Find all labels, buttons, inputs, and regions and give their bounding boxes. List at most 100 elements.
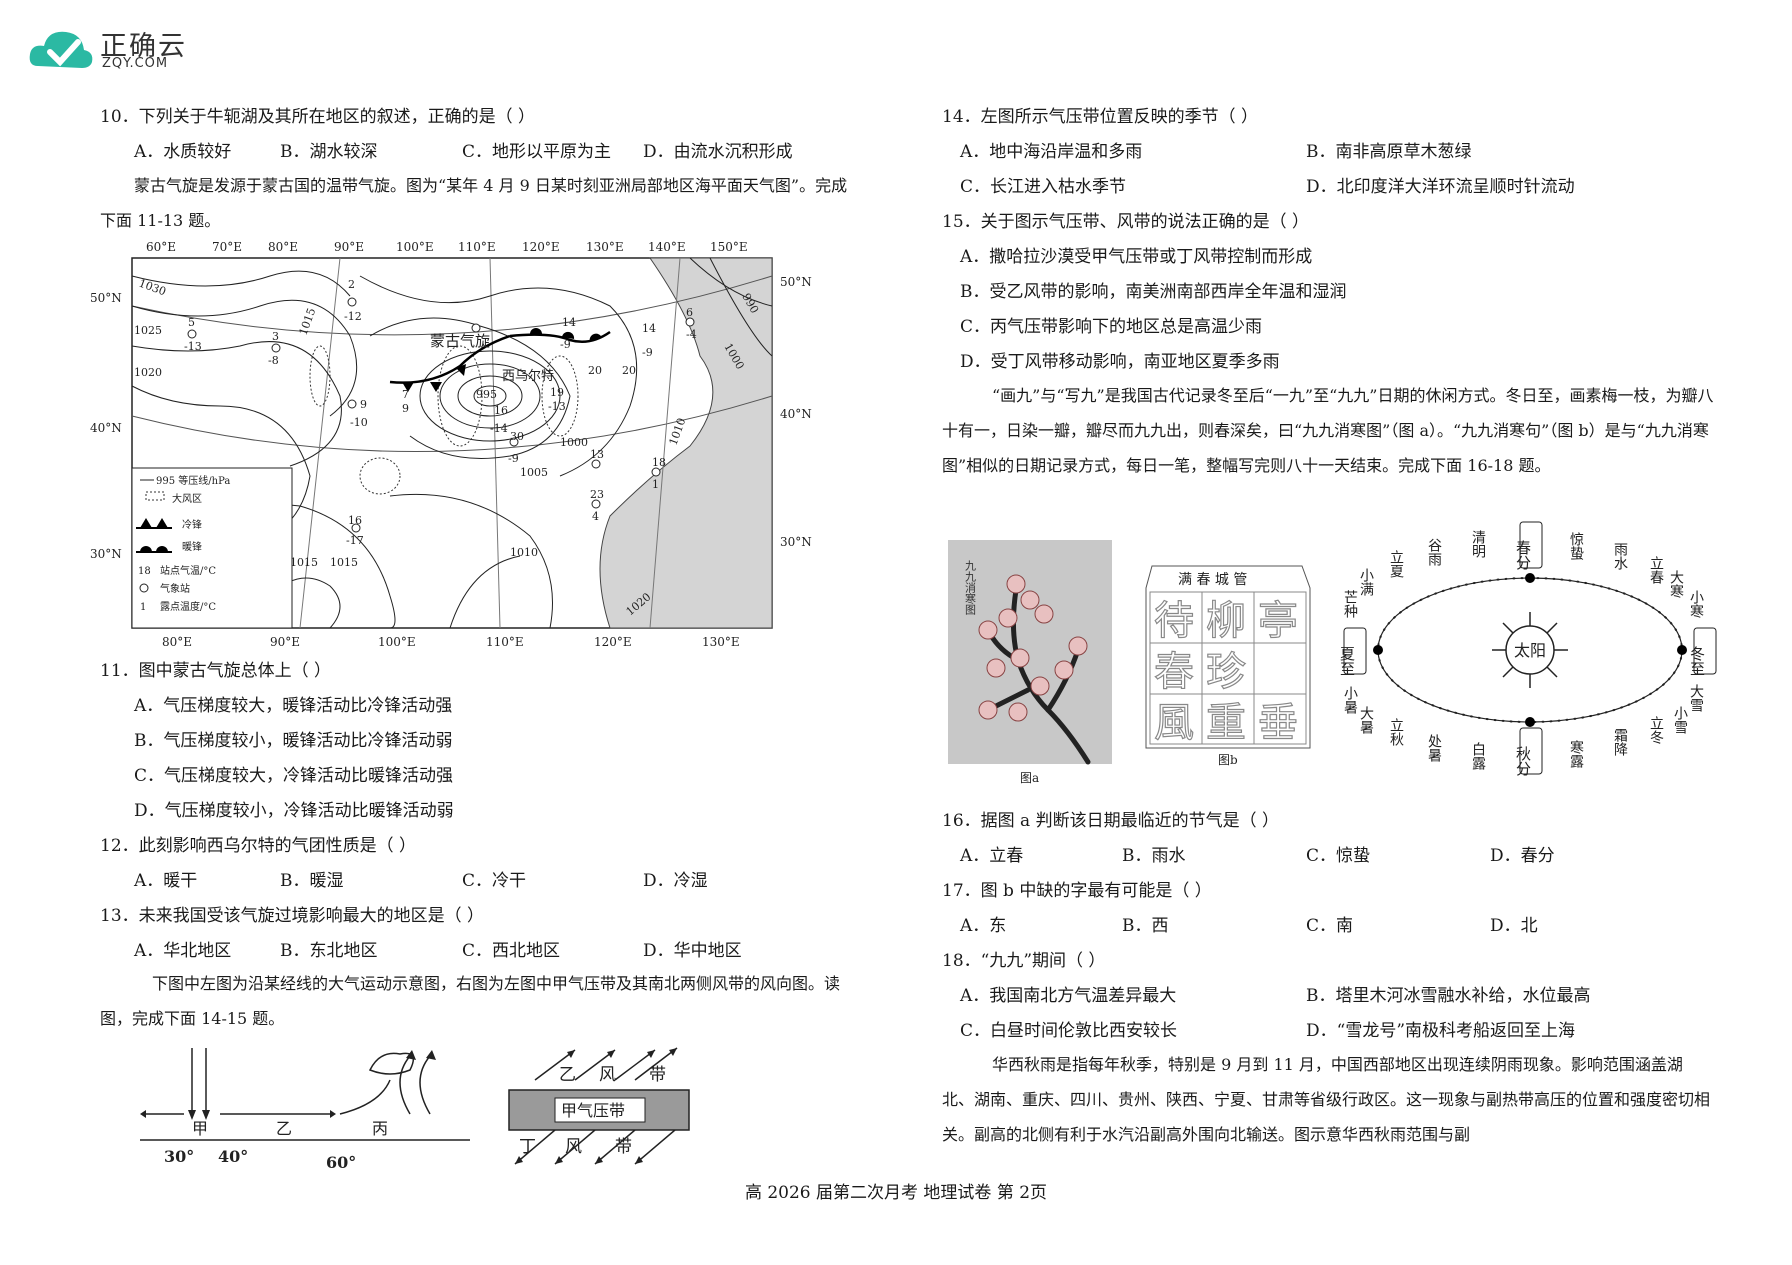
grid-char-4: 春 <box>1154 649 1194 695</box>
grid-char-9: 垂 <box>1258 700 1298 746</box>
q10-stem: 10．下列关于牛轭湖及其所在地区的叙述，正确的是（ ） <box>100 107 536 127</box>
svg-text:5: 5 <box>188 316 195 329</box>
atmosphere-motion-diagram: 甲 乙 丙 30° 40° 60° <box>140 1048 470 1170</box>
svg-text:霜降: 霜降 <box>1612 728 1628 756</box>
term-xiazhi: 夏至 <box>1338 646 1356 676</box>
q10-option-c: C．地形以平原为主 <box>462 142 612 162</box>
q14-stem: 14．左图所示气压带位置反映的季节（ ） <box>942 107 1259 127</box>
map-right-lat-40: 40°N <box>780 407 812 421</box>
q15-stem: 15．关于图示气压带、风带的说法正确的是（ ） <box>942 212 1310 232</box>
grid-char-3: 亭 <box>1258 598 1298 644</box>
figure-a-vertical-title: 九九消寒图 <box>964 560 977 616</box>
q18-option-b: B．塔里木河冰雪融水补给，水位最高 <box>1306 986 1591 1006</box>
figure-a-caption: 图a <box>1020 771 1039 785</box>
intro-16-18: “画九”与“写九”是我国古代记录冬至后“一九”至“九九”日期的休闲方式。冬日至，… <box>942 386 1714 475</box>
svg-text:20: 20 <box>588 364 602 377</box>
svg-text:风: 风 <box>565 1137 582 1157</box>
legend-station-temp: 站点气温/°C <box>160 564 216 577</box>
q13-option-a: A．华北地区 <box>134 941 232 961</box>
q14-option-d: D．北印度洋大洋环流呈顺时针流动 <box>1306 177 1575 197</box>
svg-text:小暑: 小暑 <box>1342 686 1358 715</box>
q17-option-d: D．北 <box>1490 916 1538 936</box>
grid-char-8: 重 <box>1206 700 1246 746</box>
term-chunfen: 春分 <box>1514 540 1532 571</box>
svg-text:14: 14 <box>562 316 576 329</box>
svg-text:4: 4 <box>592 510 599 523</box>
svg-text:-4: -4 <box>686 328 697 341</box>
svg-text:30: 30 <box>510 430 524 443</box>
svg-text:16: 16 <box>348 514 362 527</box>
map-bottom-lon-80: 80°E <box>162 635 192 649</box>
svg-text:处暑: 处暑 <box>1426 734 1442 763</box>
q14-option-b: B．南非高原草木葱绿 <box>1306 142 1472 162</box>
svg-text:立冬: 立冬 <box>1648 716 1664 745</box>
map-bottom-lon-110: 110°E <box>486 635 524 649</box>
q10-option-d: D．由流水沉积形成 <box>643 142 793 162</box>
q16-option-b: B．雨水 <box>1122 846 1186 866</box>
svg-text:3: 3 <box>272 330 279 343</box>
q15-option-a: A．撒哈拉沙漠受甲气压带或丁风带控制而形成 <box>960 247 1313 267</box>
q10-option-b: B．湖水较深 <box>280 142 378 162</box>
diag1-tick-40: 40° <box>218 1147 248 1166</box>
q11-option-d: D．气压梯度较小，冷锋活动比暖锋活动弱 <box>134 801 454 821</box>
diag1-label-yi: 乙 <box>276 1119 292 1138</box>
sun-icon <box>1505 625 1555 675</box>
svg-text:带: 带 <box>649 1065 666 1085</box>
svg-text:-9: -9 <box>642 346 653 359</box>
map-top-lon-80: 80°E <box>268 240 298 254</box>
svg-text:20: 20 <box>622 364 636 377</box>
q18-option-c: C．白昼时间伦敦比西安较长 <box>960 1021 1178 1041</box>
q12-option-b: B．暖湿 <box>280 871 344 891</box>
diag1-label-jia: 甲 <box>192 1119 208 1138</box>
figure-b-character-grid: 满 春 城 管 待 柳 亭 春 珍 風 重 垂 图b <box>1145 565 1311 767</box>
svg-text:9: 9 <box>360 398 367 411</box>
pressure-belt-label: 甲气压带 <box>561 1101 625 1120</box>
grid-char-1: 待 <box>1154 598 1194 644</box>
svg-text:芒种: 芒种 <box>1342 590 1358 618</box>
svg-text:1015: 1015 <box>330 556 358 569</box>
svg-text:19: 19 <box>550 386 564 399</box>
legend-station: 气象站 <box>160 582 190 595</box>
svg-text:9: 9 <box>402 402 409 415</box>
svg-text:1000: 1000 <box>560 436 588 449</box>
q10-option-a: A．水质较好 <box>134 142 232 162</box>
pressure-belt-diagram: 甲气压带 乙 风 带 丁 风 带 <box>508 1047 690 1165</box>
svg-text:-8: -8 <box>268 354 279 367</box>
q15-option-b: B．受乙风带的影响，南美洲南部西岸全年温和湿润 <box>960 282 1347 302</box>
svg-text:惊蛰: 惊蛰 <box>1568 532 1584 560</box>
q16-option-a: A．立春 <box>960 846 1024 866</box>
svg-text:1: 1 <box>652 478 659 491</box>
q17-option-a: A．东 <box>960 916 1007 936</box>
svg-text:带: 带 <box>615 1137 632 1157</box>
map-top-lon-130: 130°E <box>586 240 624 254</box>
svg-text:6: 6 <box>686 306 693 319</box>
map-left-lat-30: 30°N <box>90 547 122 561</box>
svg-text:1020: 1020 <box>134 366 162 379</box>
grid-char-7: 風 <box>1154 700 1194 746</box>
map-top-lon-110: 110°E <box>458 240 496 254</box>
legend-cold-front: 冷锋 <box>182 518 202 531</box>
svg-text:-14: -14 <box>490 422 508 435</box>
svg-text:乙: 乙 <box>559 1065 576 1085</box>
q11-option-b: B．气压梯度较小，暖锋活动比冷锋活动弱 <box>134 731 453 751</box>
diag1-tick-30: 30° <box>164 1147 194 1166</box>
map-bottom-lon-120: 120°E <box>594 635 632 649</box>
svg-text:-13: -13 <box>184 340 202 353</box>
svg-text:16: 16 <box>494 404 508 417</box>
brand-name: 正确云 <box>100 31 187 62</box>
map-top-lon-140: 140°E <box>648 240 686 254</box>
q16-option-c: C．惊蛰 <box>1306 846 1371 866</box>
q11-option-c: C．气压梯度较大，冷锋活动比暖锋活动强 <box>134 766 454 786</box>
svg-text:1005: 1005 <box>520 466 548 479</box>
q18-option-d: D．“雪龙号”南极科考船返回至上海 <box>1306 1021 1576 1041</box>
grid-char-5: 珍 <box>1206 649 1246 695</box>
svg-text:18: 18 <box>652 456 666 469</box>
q18-option-a: A．我国南北方气温差异最大 <box>960 986 1177 1006</box>
sun-label: 太阳 <box>1514 641 1546 660</box>
q16-stem: 16．据图 a 判断该日期最临近的节气是（ ） <box>942 811 1279 831</box>
q12-option-a: A．暖干 <box>134 871 198 891</box>
q18-stem: 18．“九九”期间（ ） <box>942 951 1106 971</box>
svg-text:风: 风 <box>599 1065 616 1085</box>
map-top-lon-70: 70°E <box>212 240 242 254</box>
q13-option-d: D．华中地区 <box>643 941 742 961</box>
